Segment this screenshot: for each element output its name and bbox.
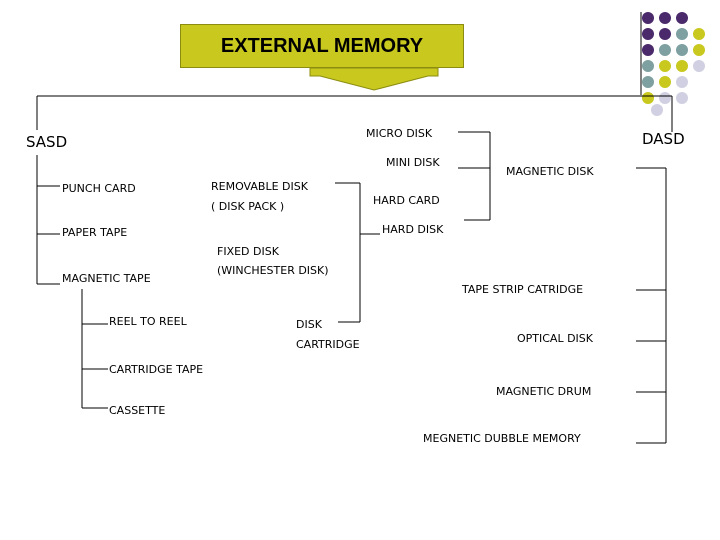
hard-disk-label: HARD DISK xyxy=(382,223,444,236)
dot xyxy=(676,76,688,88)
disk-pack-label: ( DISK PACK ) xyxy=(211,200,285,213)
dot xyxy=(642,44,654,56)
tape-strip-label: TAPE STRIP CATRIDGE xyxy=(462,283,584,296)
dot xyxy=(693,60,705,72)
dot xyxy=(651,104,663,116)
dot xyxy=(659,92,671,104)
micro-disk-label: MICRO DISK xyxy=(366,127,433,140)
disk-label: DISK xyxy=(296,318,322,331)
dot xyxy=(676,44,688,56)
dot xyxy=(642,60,654,72)
dot xyxy=(659,12,671,24)
dot xyxy=(676,28,688,40)
dasd-label: DASD xyxy=(642,130,685,148)
paper-tape-label: PAPER TAPE xyxy=(62,226,128,239)
magnetic-disk-label: MAGNETIC DISK xyxy=(506,165,594,178)
cartridge-tape-label: CARTRIDGE TAPE xyxy=(109,363,204,376)
dot xyxy=(676,60,688,72)
dot xyxy=(693,44,705,56)
dot xyxy=(676,12,688,24)
mini-disk-label: MINI DISK xyxy=(386,156,440,169)
dot xyxy=(693,28,705,40)
dot xyxy=(642,12,654,24)
dot xyxy=(659,44,671,56)
hard-card-label: HARD CARD xyxy=(373,194,440,207)
bubble-memory-label: MEGNETIC DUBBLE MEMORY xyxy=(423,432,581,445)
fixed-disk-label: FIXED DISK xyxy=(217,245,279,258)
winchester-label: (WINCHESTER DISK) xyxy=(217,264,329,277)
magnetic-drum-label: MAGNETIC DRUM xyxy=(496,385,592,398)
diagram-title: EXTERNAL MEMORY xyxy=(180,24,464,68)
dot xyxy=(659,28,671,40)
dot xyxy=(659,60,671,72)
dot xyxy=(642,28,654,40)
dot xyxy=(676,92,688,104)
optical-disk-label: OPTICAL DISK xyxy=(517,332,593,345)
cartridge-label: CARTRIDGE xyxy=(296,338,360,351)
cassette-label: CASSETTE xyxy=(109,404,166,417)
sasd-label: SASD xyxy=(26,133,68,151)
punch-card-label: PUNCH CARD xyxy=(62,182,136,195)
magnetic-tape-label: MAGNETIC TAPE xyxy=(62,272,151,285)
dot xyxy=(659,76,671,88)
reel-to-reel-label: REEL TO REEL xyxy=(109,315,187,328)
dot xyxy=(642,92,654,104)
removable-disk-label: REMOVABLE DISK xyxy=(211,180,308,193)
dot xyxy=(642,76,654,88)
